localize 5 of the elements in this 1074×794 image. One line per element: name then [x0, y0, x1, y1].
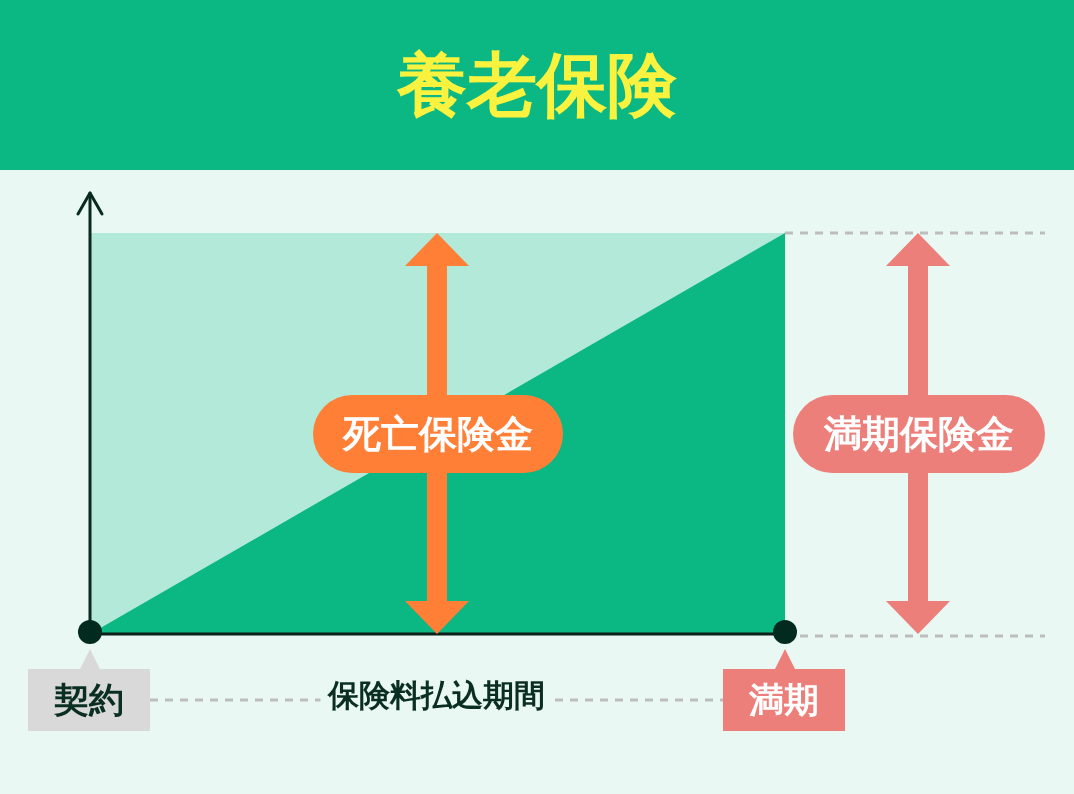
benefit-pill: 満期保険金: [793, 395, 1045, 473]
benefit-pill: 死亡保険金: [313, 395, 563, 473]
callout-label: 満期: [723, 649, 845, 731]
title: 養老保険: [397, 46, 677, 124]
callout-label: 契約: [28, 649, 150, 731]
